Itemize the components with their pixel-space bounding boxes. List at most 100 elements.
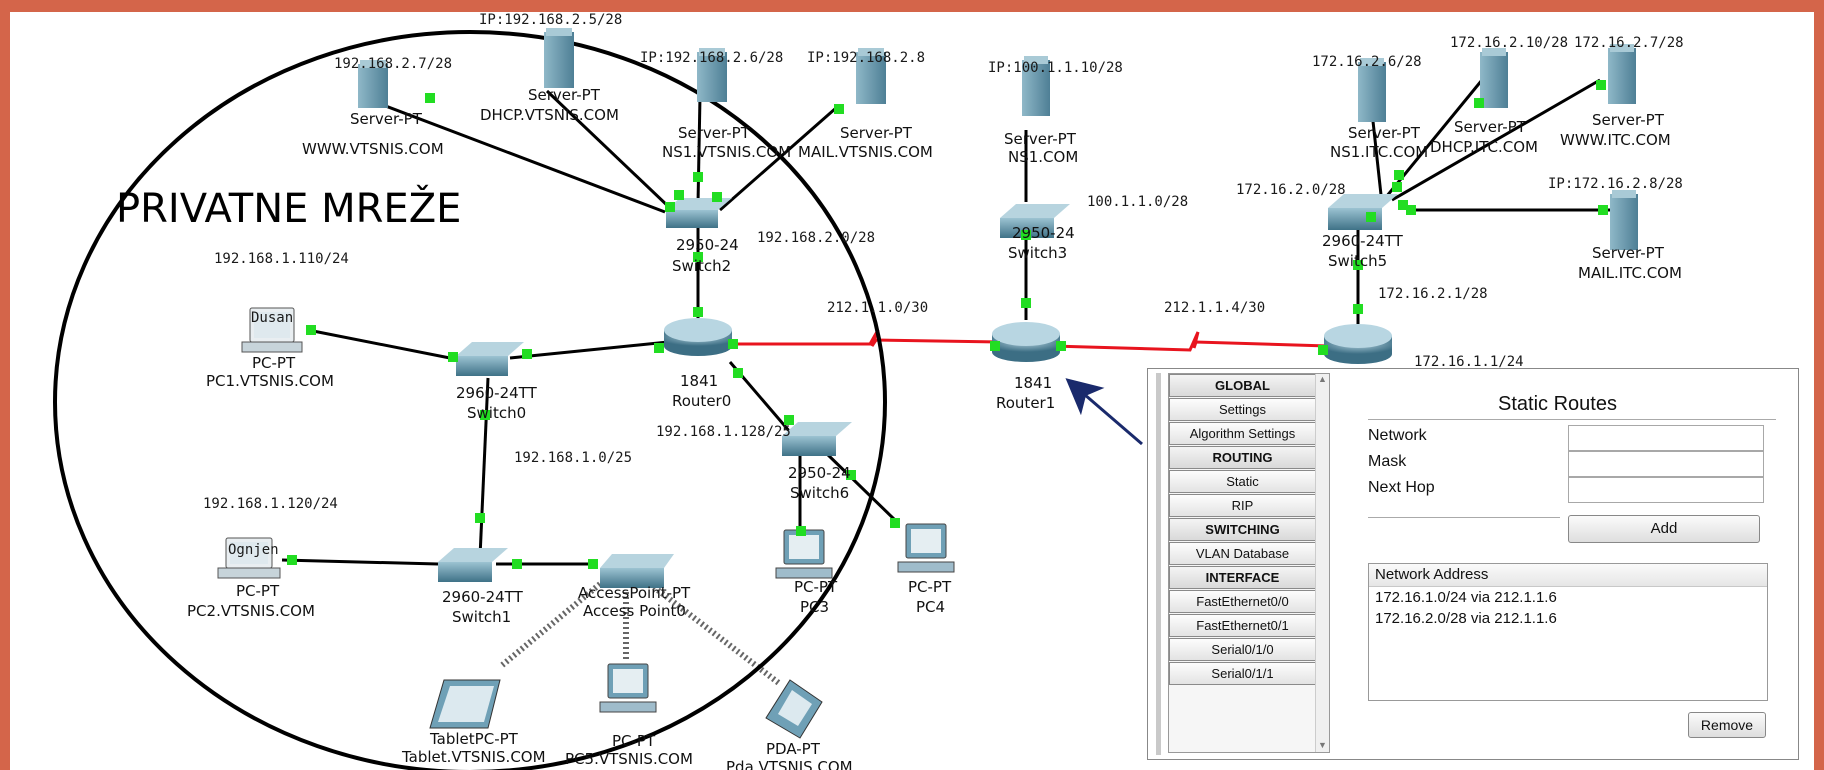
ns1-server-name: NS1.VTSNIS.COM	[662, 143, 791, 161]
switch5-name: Switch5	[1328, 252, 1387, 270]
network-label: Network	[1368, 427, 1427, 444]
private-network-circle	[53, 30, 887, 770]
link-dhcp-switch2	[545, 89, 672, 210]
switch1-model: 2960-24TT	[442, 588, 524, 606]
pc5-name: PC5.VTSNIS.COM	[565, 750, 693, 768]
link-pc1-switch0	[307, 328, 461, 362]
next-hop-input[interactable]	[1568, 477, 1764, 503]
link-itcwww-switch5	[1391, 78, 1601, 202]
form-divider	[1368, 517, 1560, 518]
add-button[interactable]: Add	[1568, 515, 1760, 543]
pc5-icon	[599, 663, 657, 713]
server-mail-icon	[856, 48, 886, 104]
itc-dhcp-name: DHCP.ITC.COM	[1430, 138, 1538, 156]
itc-mail-type: Server-PT	[1592, 244, 1665, 262]
switch5-icon	[1328, 194, 1398, 230]
private-network-title: PRIVATNE MREŽE	[116, 184, 461, 232]
route-item[interactable]: 172.16.2.0/28 via 212.1.1.6	[1375, 610, 1557, 627]
web-server-ip: 192.168.2.7/28	[334, 56, 452, 72]
network-input[interactable]	[1568, 425, 1764, 451]
switch6-icon	[782, 422, 852, 456]
menu-item-serial0-1-1[interactable]: Serial0/1/1	[1169, 662, 1316, 685]
ap-type: AccessPoint-PT	[578, 584, 691, 602]
web-server-name: WWW.VTSNIS.COM	[302, 140, 444, 158]
menu-item-settings[interactable]: Settings	[1169, 398, 1316, 421]
dhcp-server-name: DHCP.VTSNIS.COM	[480, 106, 619, 124]
link-mail-switch2	[719, 106, 837, 212]
dhcp-server-ip: IP:192.168.2.5/28	[479, 12, 622, 28]
pc2-icon	[217, 537, 281, 579]
menu-item-rip[interactable]: RIP	[1169, 494, 1316, 517]
menu-item-fastethernet0-1[interactable]: FastEthernet0/1	[1169, 614, 1316, 637]
menu-item-serial0-1-0[interactable]: Serial0/1/0	[1169, 638, 1316, 661]
menu-item-interface: INTERFACE	[1169, 566, 1316, 589]
route-list-header: Network Address	[1369, 564, 1767, 587]
switch1-name: Switch1	[452, 608, 511, 626]
route-list[interactable]: Network Address 172.16.1.0/24 via 212.1.…	[1368, 563, 1768, 701]
router0-name: Router0	[672, 392, 731, 410]
pc4-type: PC-PT	[908, 578, 952, 596]
mask-input[interactable]	[1568, 451, 1764, 477]
server-itc-mail-icon	[1610, 190, 1638, 250]
access-point-icon	[600, 554, 674, 588]
menu-item-static[interactable]: Static	[1169, 470, 1316, 493]
switch6-model: 2950-24	[788, 464, 851, 482]
link-switch6-pc4	[823, 450, 897, 522]
workspace-canvas[interactable]: PRIVATNE MREŽE	[10, 12, 1814, 770]
server-itc-www-icon	[1608, 44, 1636, 104]
mask-label: Mask	[1368, 453, 1407, 470]
switch1-icon	[438, 548, 508, 582]
remove-button[interactable]: Remove	[1688, 712, 1766, 738]
router1-icon	[992, 322, 1060, 362]
router0-model: 1841	[680, 372, 718, 390]
server-itc-dhcp-icon	[1480, 48, 1508, 108]
wan1-network: 212.1.1.0/30	[827, 300, 928, 316]
ns1com-type: Server-PT	[1004, 130, 1077, 148]
switch6-name: Switch6	[790, 484, 849, 502]
route-item[interactable]: 172.16.1.0/24 via 212.1.1.6	[1375, 589, 1557, 606]
link-switch0-router0	[509, 340, 669, 360]
ns1-server-ip: IP:192.168.2.6/28	[640, 50, 783, 66]
server-dhcp-icon	[544, 28, 574, 88]
link-pc2-switch1	[281, 558, 439, 566]
pc2-name: PC2.VTSNIS.COM	[187, 602, 315, 620]
pc3-name: PC3	[800, 598, 829, 616]
tablet-type: TabletPC-PT	[429, 730, 519, 748]
pc1-user: Dusan	[251, 310, 293, 326]
switch3-name: Switch3	[1008, 244, 1067, 262]
pc4-icon	[897, 523, 955, 573]
ns1com-name: NS1.COM	[1008, 148, 1078, 166]
pc1-name: PC1.VTSNIS.COM	[206, 372, 334, 390]
pda-name: Pda.VTSNIS.COM	[726, 758, 853, 770]
switch2-icon	[666, 198, 732, 228]
itc-www-ip: 172.16.2.7/28	[1574, 35, 1684, 51]
link-switch0-switch1	[478, 377, 490, 558]
switch2-model: 2950-24	[676, 236, 739, 254]
router1-model: 1841	[1014, 374, 1052, 392]
itc-ns1-ip: 172.16.2.6/28	[1312, 54, 1422, 70]
wan2-network: 212.1.1.4/30	[1164, 300, 1265, 316]
pc4-name: PC4	[916, 598, 945, 616]
switch2-name: Switch2	[672, 257, 731, 275]
menu-item-vlan-database[interactable]: VLAN Database	[1169, 542, 1316, 565]
menu-item-fastethernet0-0[interactable]: FastEthernet0/0	[1169, 590, 1316, 613]
pc2-ip: 192.168.1.120/24	[203, 496, 338, 512]
dhcp-server-type: Server-PT	[528, 86, 601, 104]
menu-item-algorithm-settings[interactable]: Algorithm Settings	[1169, 422, 1316, 445]
serial-link-router0-router1	[728, 329, 1001, 347]
serial-link-router1-router2	[1051, 331, 1329, 352]
pda-type: PDA-PT	[766, 740, 821, 758]
switch2-network: 192.168.2.0/28	[757, 230, 875, 246]
itc-mail-name: MAIL.ITC.COM	[1578, 264, 1682, 282]
ns1com-ip: IP:100.1.1.10/28	[988, 60, 1123, 76]
network-topology: PRIVATNE MREŽE	[53, 12, 1684, 770]
router1-name: Router1	[996, 394, 1055, 412]
menu-scrollbar[interactable]: ▲▼	[1315, 374, 1329, 752]
switch3-model: 2950-24	[1012, 224, 1075, 242]
panel-edge	[1156, 373, 1161, 755]
web-server-type: Server-PT	[350, 110, 423, 128]
static-routes-title: Static Routes	[1498, 393, 1617, 415]
